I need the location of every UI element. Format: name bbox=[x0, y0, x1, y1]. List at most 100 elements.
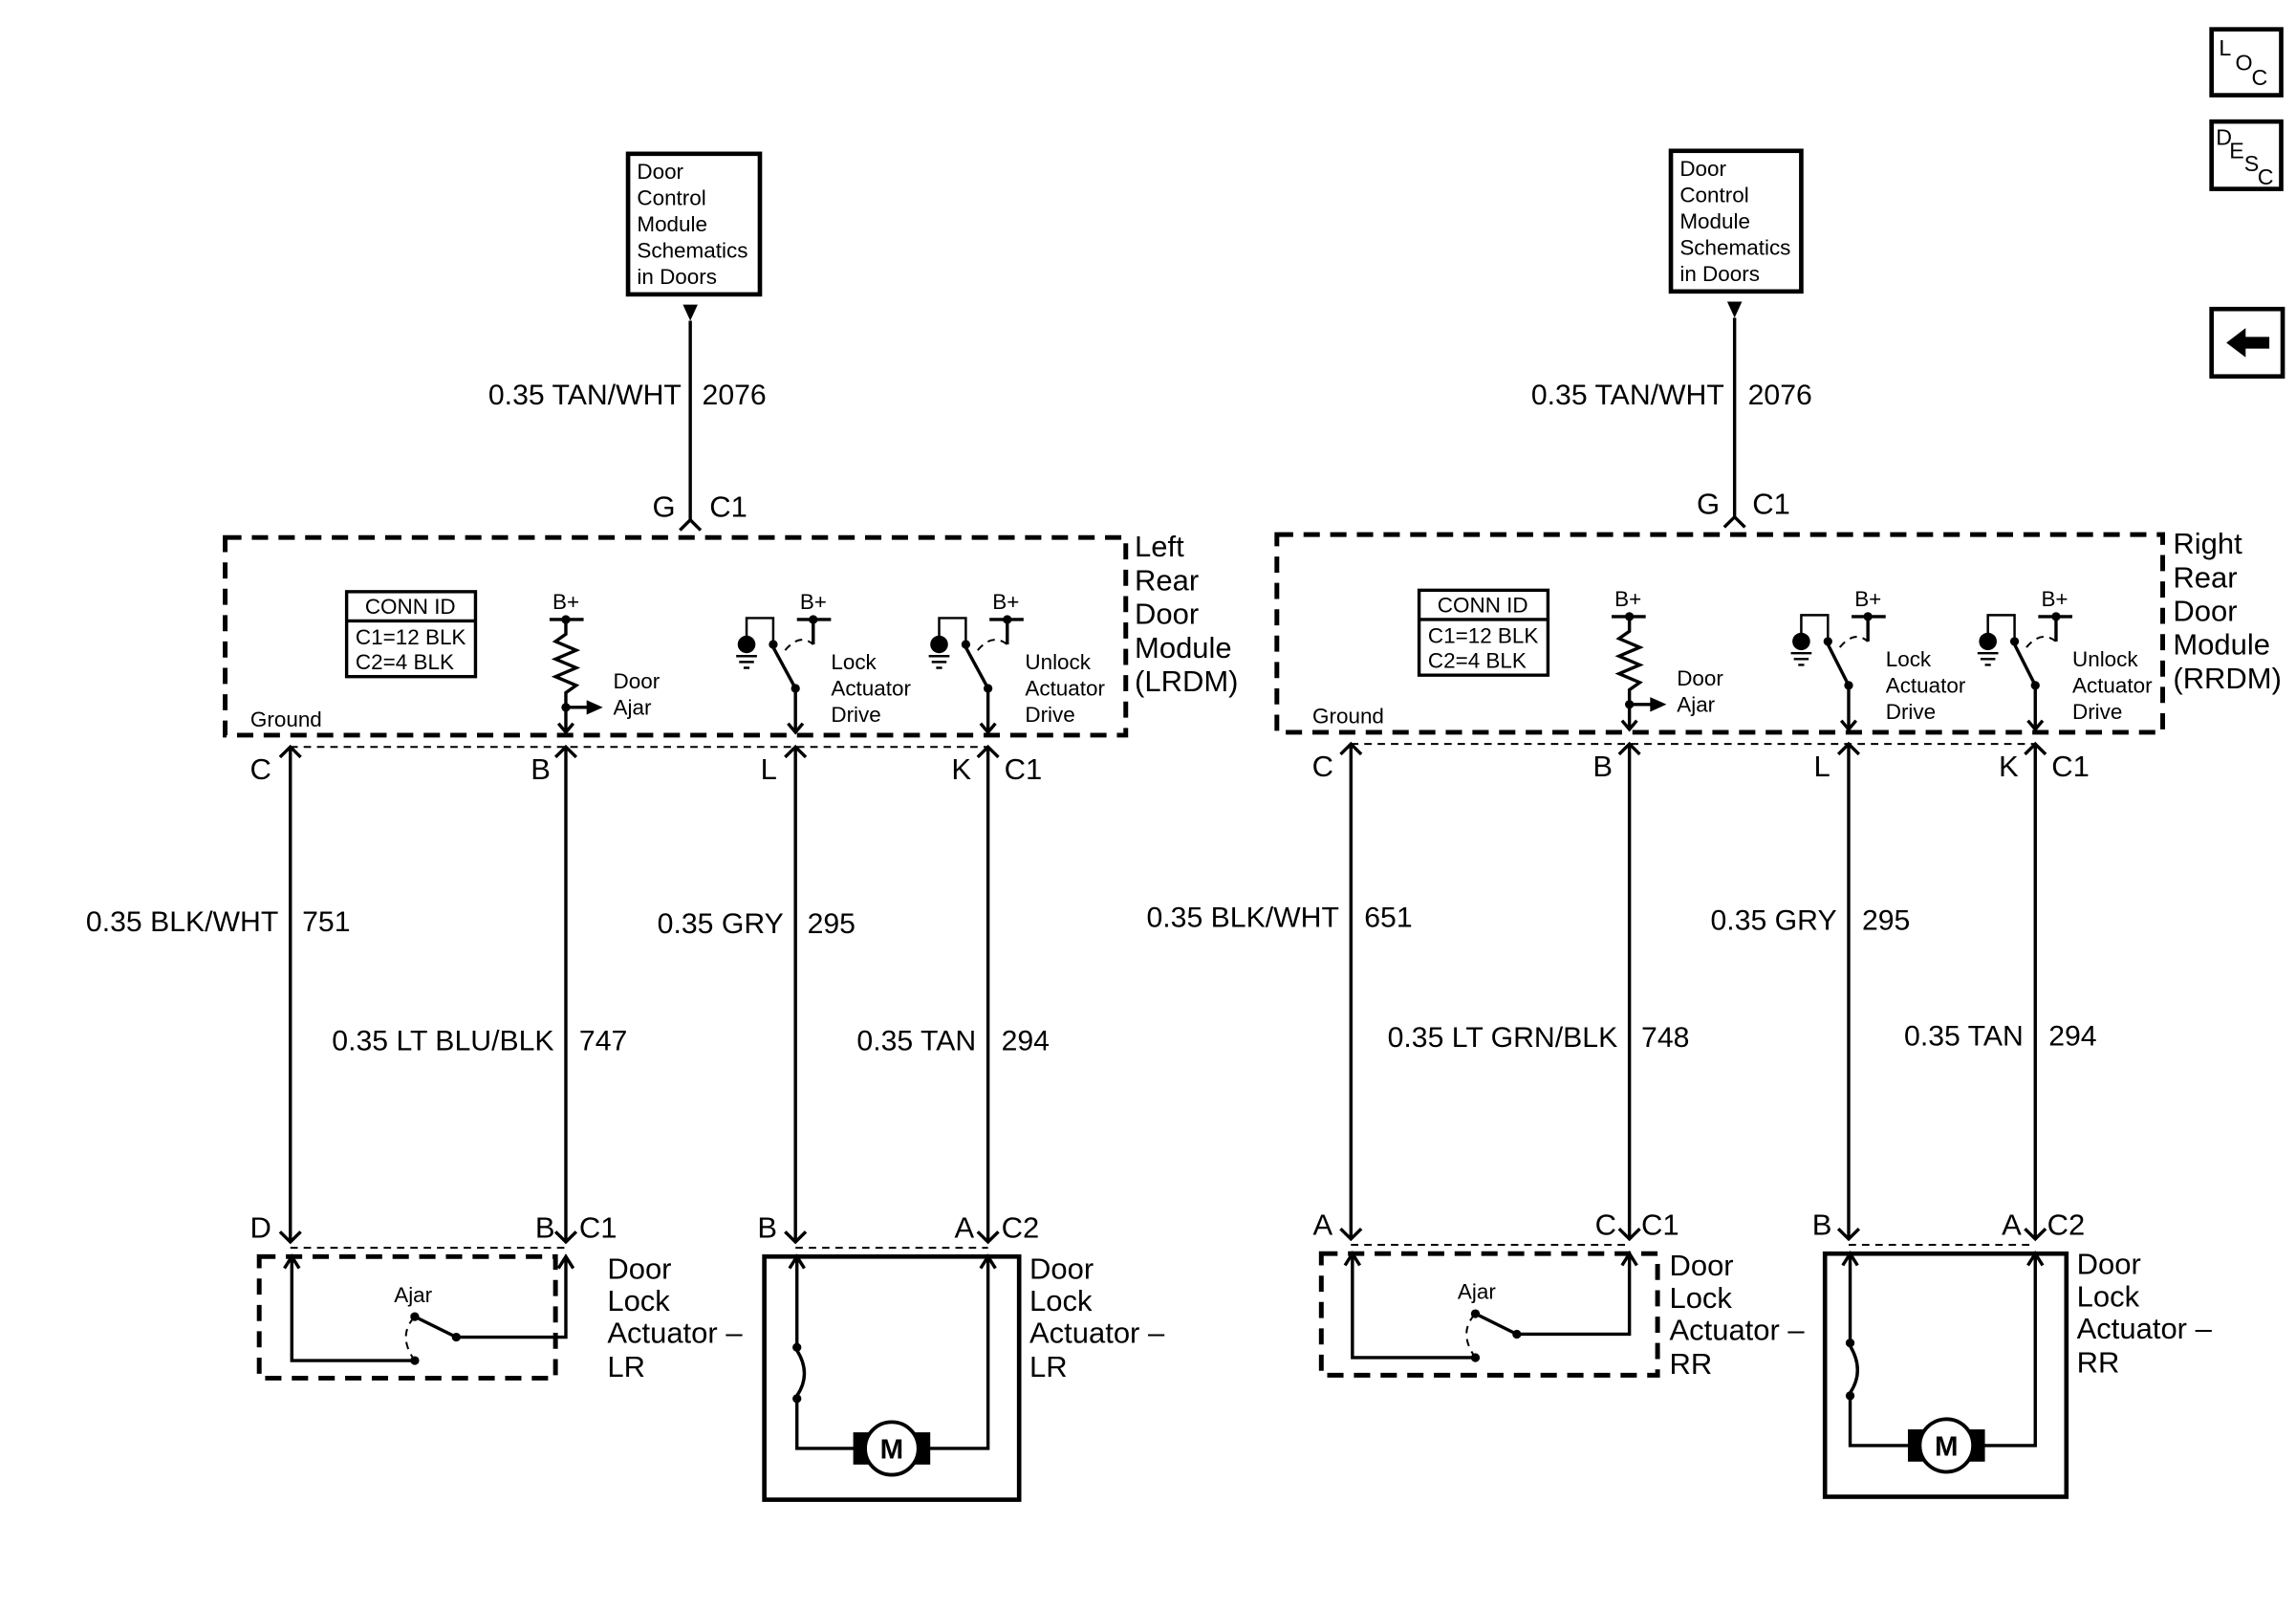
desc-letter-c: C bbox=[2258, 164, 2274, 189]
feed-connector-left bbox=[679, 517, 703, 532]
wire-294-circuit-left: 294 bbox=[1002, 1025, 1050, 1056]
loc-letter-l: L bbox=[2219, 35, 2231, 60]
conn-id-left: CONN ID C1=12 BLK C2=4 BLK bbox=[344, 590, 478, 679]
lock-drive-switch-left: B+ Lock Actuator Drive bbox=[736, 590, 917, 735]
lock-switch-blade-right bbox=[1826, 643, 1851, 686]
conn-id-c2-left: C2=4 BLK bbox=[356, 650, 454, 674]
desc-button[interactable]: D E S C bbox=[2209, 119, 2284, 191]
ajar-switch-right: Ajar bbox=[1343, 1251, 1638, 1362]
left-rear-door-circuit: Door Control Module Schematics in Doors … bbox=[86, 151, 1238, 1502]
feed-conn-right: C1 bbox=[1752, 488, 1790, 521]
motor-pin-a-right: A bbox=[2002, 1208, 2022, 1241]
motor-pin-b-left: B bbox=[757, 1211, 777, 1245]
door-control-module-ref-box-right[interactable] bbox=[1668, 148, 1804, 294]
feed-wire-circuit-left: 2076 bbox=[703, 380, 767, 411]
pin-b-right: B bbox=[1592, 750, 1613, 783]
wire-294-circuit-right: 294 bbox=[2048, 1021, 2096, 1053]
feed-wire-color-right: 0.35 TAN/WHT bbox=[1531, 380, 1724, 411]
resistor-icon-left bbox=[551, 619, 581, 708]
bplus-unlock-right: B+ bbox=[2041, 587, 2068, 611]
desc-icon bbox=[2209, 119, 2284, 191]
motor-letter-right: M bbox=[1935, 1432, 1959, 1463]
door-ajar-pullup-left: B+ Door Ajar bbox=[549, 590, 661, 735]
door-ajar-pullup-right: B+ Door Ajar bbox=[1612, 587, 1723, 732]
wire-651-color: 0.35 BLK/WHT bbox=[1146, 903, 1338, 934]
motor-pin-a-left: A bbox=[955, 1211, 975, 1245]
back-button[interactable] bbox=[2209, 306, 2285, 379]
ground-label-right: Ground bbox=[1312, 705, 1384, 729]
wire-747-circuit: 747 bbox=[579, 1025, 627, 1056]
door-control-module-ref-box-left[interactable] bbox=[625, 151, 763, 297]
ajar-switch-blade-right bbox=[1474, 1312, 1518, 1336]
lock-drive-text-left: Lock Actuator Drive bbox=[831, 650, 917, 727]
motor-letter-left: M bbox=[880, 1435, 904, 1466]
ajar-pin-d-left: D bbox=[250, 1211, 271, 1245]
unlock-drive-switch-right: B+ Unlock Actuator Drive bbox=[1977, 587, 2158, 732]
ground-label-left: Ground bbox=[250, 708, 322, 731]
door-ajar-arrow-right bbox=[1650, 697, 1667, 712]
unlock-drive-text-right: Unlock Actuator Drive bbox=[2072, 647, 2158, 724]
wire-295-circuit-right: 295 bbox=[1862, 905, 1910, 937]
wire-751-circuit: 751 bbox=[302, 906, 350, 938]
ajar-switch-box-right[interactable] bbox=[1318, 1251, 1660, 1378]
bottom-pin-marks-left bbox=[278, 1230, 1000, 1245]
conn-id-right: CONN ID C1=12 BLK C2=4 BLK bbox=[1417, 588, 1550, 677]
lrdm-module-box[interactable] bbox=[223, 534, 1129, 738]
unlock-drive-switch-left: B+ Unlock Actuator Drive bbox=[928, 590, 1111, 735]
ground-icon-unlock-right bbox=[1979, 632, 1997, 651]
bplus-lock-right: B+ bbox=[1854, 587, 1881, 611]
top-conn-left: C1 bbox=[1005, 752, 1043, 786]
actuator1-label-right: Door Lock Actuator – RR bbox=[1669, 1249, 1812, 1380]
motor-pin-b-right: B bbox=[1812, 1208, 1832, 1241]
unlock-switch-blade-left bbox=[964, 646, 990, 689]
loc-letter-o: O bbox=[2235, 51, 2252, 76]
conn-id-c2-right: C2=4 BLK bbox=[1428, 649, 1527, 673]
wire-294-color-left: 0.35 TAN bbox=[856, 1025, 976, 1056]
ajar-switch-left: Ajar bbox=[283, 1253, 575, 1365]
ground-icon-lock-right bbox=[1792, 632, 1810, 651]
motor-actuator-box-left[interactable] bbox=[762, 1254, 1022, 1502]
resistor-icon-right bbox=[1614, 616, 1644, 705]
right-rear-door-circuit: Door Control Module Schematics in Doors … bbox=[1146, 148, 2282, 1499]
ajar-conn-right: C1 bbox=[1641, 1208, 1679, 1241]
feed-pin-left: G bbox=[653, 490, 676, 524]
wire-751-color: 0.35 BLK/WHT bbox=[86, 906, 278, 938]
c1-pin-marks-right bbox=[1339, 741, 2047, 756]
wire-651-circuit: 651 bbox=[1364, 903, 1412, 934]
lock-motor-right: M bbox=[1841, 1251, 2045, 1474]
loc-icon bbox=[2209, 27, 2284, 98]
wire-748-circuit: 748 bbox=[1641, 1022, 1689, 1054]
pin-k-left: K bbox=[951, 752, 971, 786]
module-label-right: Right Rear Door Module (RRDM) bbox=[2173, 527, 2282, 695]
lock-drive-text-right: Lock Actuator Drive bbox=[1886, 647, 1972, 724]
door-ajar-arrow-left bbox=[586, 700, 603, 715]
loc-button[interactable]: L O C bbox=[2209, 27, 2284, 98]
unlock-drive-text-left: Unlock Actuator Drive bbox=[1025, 650, 1111, 727]
loc-letter-c: C bbox=[2252, 65, 2268, 90]
back-arrow-glyph bbox=[2226, 328, 2270, 358]
rrdm-module-box[interactable] bbox=[1274, 532, 2166, 735]
bplus-ajar-right: B+ bbox=[1614, 587, 1641, 611]
ajar-switch-blade-left bbox=[414, 1315, 458, 1339]
ref-arrow-right bbox=[1726, 301, 1743, 318]
actuator1-label-left: Door Lock Actuator – LR bbox=[607, 1252, 750, 1382]
ref-arrow-left bbox=[682, 304, 698, 321]
top-conn-right: C1 bbox=[2051, 750, 2090, 783]
pin-c-left: C bbox=[250, 752, 271, 786]
bplus-ajar-left: B+ bbox=[552, 590, 579, 614]
ground-icon-lock-left bbox=[737, 635, 756, 654]
conn-id-c1-left: C1=12 BLK bbox=[356, 625, 466, 649]
bplus-lock-left: B+ bbox=[800, 590, 827, 614]
conn-id-title-left: CONN ID bbox=[365, 595, 456, 619]
lock-drive-switch-right: B+ Lock Actuator Drive bbox=[1790, 587, 1972, 732]
ajar-pin-b-left: B bbox=[535, 1211, 555, 1245]
conn-id-title-right: CONN ID bbox=[1438, 593, 1528, 617]
ajar-switch-box-left[interactable] bbox=[256, 1253, 558, 1381]
feed-connector-right bbox=[1722, 514, 1746, 529]
desc-letter-e: E bbox=[2229, 139, 2244, 163]
motor-icon-left bbox=[863, 1420, 921, 1477]
unlock-switch-blade-right bbox=[2013, 643, 2037, 686]
wire-748-color: 0.35 LT GRN/BLK bbox=[1388, 1022, 1618, 1054]
lock-motor-left: M bbox=[788, 1253, 997, 1477]
